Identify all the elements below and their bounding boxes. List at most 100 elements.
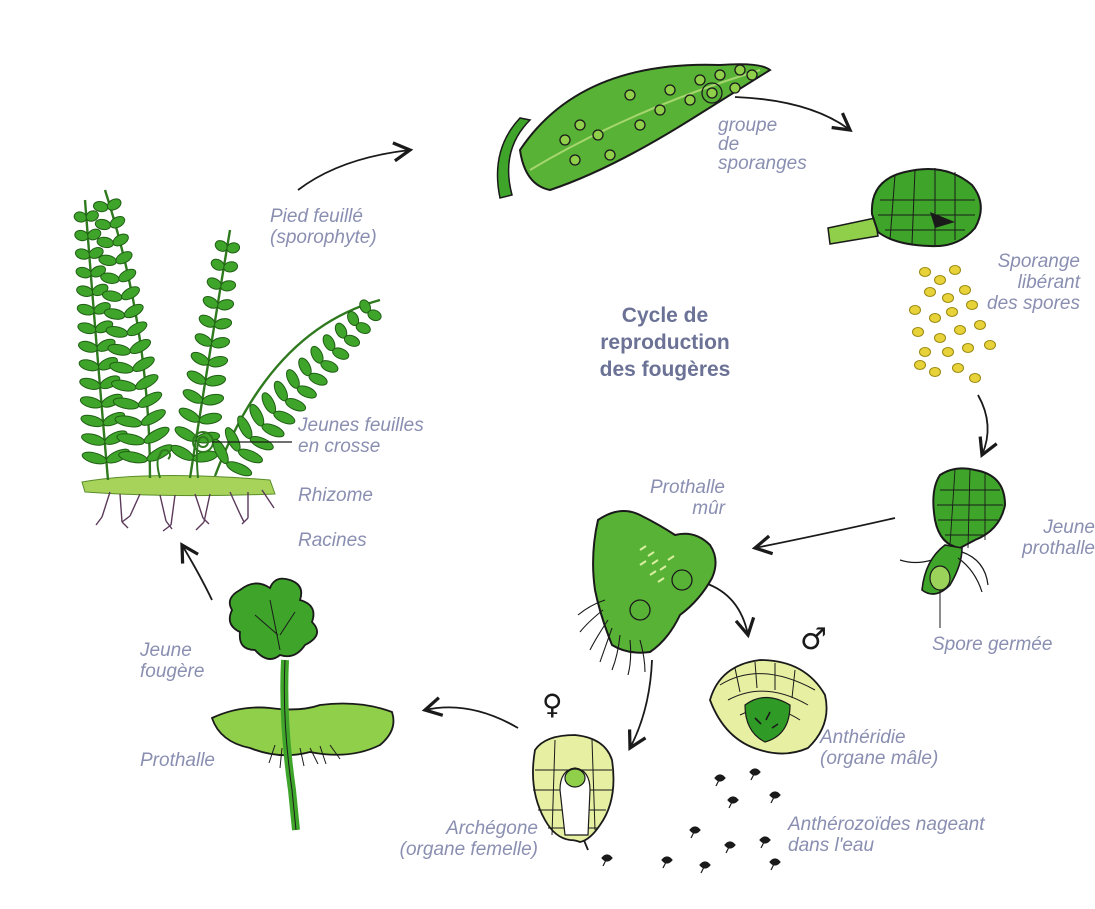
mature-prothallus-illustration	[577, 510, 717, 676]
label-racines: Racines	[298, 530, 367, 551]
fern-leaflet	[129, 338, 152, 355]
sori-dots	[559, 64, 758, 166]
arrow-fern-to-frond	[297, 141, 414, 191]
male-symbol-icon: ♂	[800, 622, 827, 657]
fern-leaflet	[107, 343, 131, 356]
label-jeune-prothalle-line1: Jeune	[1043, 517, 1095, 538]
fern-leaflet	[186, 370, 207, 385]
sorus-dot	[729, 82, 741, 94]
antherozoid-mark	[699, 861, 711, 874]
fern-leaflet	[140, 409, 166, 426]
fern-leaflet	[106, 198, 122, 211]
fern-leaflet	[102, 290, 123, 302]
frond-with-sori	[496, 63, 772, 199]
fern-leaflet	[85, 210, 99, 222]
fern-leaflet	[332, 347, 350, 360]
fern-leaflet	[88, 246, 104, 259]
spore-dot	[969, 373, 981, 383]
fern-leaflets	[73, 198, 382, 477]
label-prothalle-mur-line2: mûr	[692, 498, 725, 519]
fern-leaflet	[249, 435, 274, 451]
sorus-dot	[706, 87, 718, 99]
arrow-young-to-adult	[180, 542, 213, 601]
rhizome-shape	[81, 474, 276, 497]
sorus-dot	[559, 134, 571, 146]
fern-leaflet	[123, 303, 144, 319]
sorus-dot	[694, 74, 706, 86]
sorus-dot	[746, 69, 758, 81]
young-prothallus-illustration	[899, 467, 1007, 628]
fern-leaflet	[273, 410, 296, 425]
arrow-archegone-to-prothalle	[421, 696, 519, 729]
fern-leaflet	[103, 308, 126, 320]
spore-dot	[912, 327, 924, 337]
fern-leaflet	[98, 254, 117, 266]
fern-leaflet	[223, 261, 239, 273]
spore-dot	[962, 343, 974, 353]
spore-dot	[934, 275, 946, 285]
label-archegone-line2: (organe femelle)	[399, 839, 538, 860]
antherozoid-mark	[769, 791, 781, 804]
label-rhizome: Rhizome	[298, 485, 373, 506]
sorus-dot	[734, 64, 746, 76]
label-jeune-fougere: Jeune fougère	[140, 640, 204, 682]
antherozoid-mark	[689, 826, 701, 839]
fern-leaflet	[204, 374, 227, 387]
label-sporange-line2: libérant	[1017, 272, 1080, 293]
spore-dot	[934, 333, 946, 343]
arrow-jeune-to-mur	[751, 517, 896, 556]
fern-leaflet	[105, 326, 129, 338]
fern-leaflet	[182, 389, 204, 404]
label-antheridie-line2: (organe mâle)	[820, 748, 939, 769]
label-archegone-line1: Archégone	[446, 818, 538, 839]
fern-leaflet	[115, 251, 133, 265]
label-jeune-prothalle: Jeune prothalle	[990, 517, 1095, 559]
label-pied-feuille-line2: (sporophyte)	[270, 227, 377, 248]
fern-leaflet	[81, 451, 108, 465]
antherozoid-mark	[724, 841, 736, 854]
fern-leaflet	[116, 433, 145, 446]
fern-leaflet	[99, 375, 121, 390]
spore-dot	[954, 325, 966, 335]
antherozoid-mark	[714, 774, 726, 787]
spore-dot	[909, 305, 921, 315]
fern-leaflet	[226, 242, 241, 254]
label-jeune-fougere-line2: fougère	[140, 661, 205, 682]
label-groupe-line1: groupe	[718, 115, 778, 136]
sorus-dot	[624, 89, 636, 101]
antherozoid-mark	[601, 854, 613, 867]
label-jeune-prothalle-line2: prothalle	[1022, 538, 1095, 559]
antherozoid-mark	[769, 858, 781, 871]
sorus-dot	[604, 149, 616, 161]
title-line-3: des fougères	[599, 358, 731, 381]
fern-leaflet	[367, 309, 382, 322]
fern-leaflet	[112, 233, 129, 247]
female-symbol-icon: ♀	[542, 688, 563, 721]
young-fern-illustration	[210, 577, 395, 831]
label-groupe-line3: sporanges	[718, 153, 807, 174]
fern-leaflet	[79, 396, 103, 409]
arrow-mur-to-archegone	[627, 659, 653, 751]
antherozoid-mark	[661, 856, 673, 869]
label-jeunes-feuilles: Jeunes feuilles en crosse	[298, 415, 424, 457]
fern-leaflet	[80, 414, 104, 428]
spore-dot	[924, 287, 936, 297]
label-jeunes-feuilles-line1: Jeunes feuilles	[298, 415, 424, 436]
label-antheridie-line1: Anthéridie	[820, 727, 906, 748]
fern-leaflet	[118, 268, 137, 283]
fern-leaflet	[121, 286, 140, 301]
fern-leaflet	[81, 433, 106, 446]
label-sporange: Sporange libérant des spores	[960, 251, 1080, 314]
label-prothalle-mur: Prothalle mûr	[610, 477, 725, 519]
roots	[95, 489, 275, 532]
fern-leaflet	[237, 448, 263, 464]
fern-leaflet	[98, 357, 118, 371]
sorus-dot	[654, 104, 666, 116]
fern-leaflet	[207, 355, 229, 368]
spore-dot	[942, 293, 954, 303]
antheridium-illustration	[709, 659, 828, 755]
fern-leaflet	[109, 215, 126, 229]
adult-fern-illustration	[73, 189, 382, 532]
label-antherozoides-line2: dans l'eau	[788, 835, 875, 856]
